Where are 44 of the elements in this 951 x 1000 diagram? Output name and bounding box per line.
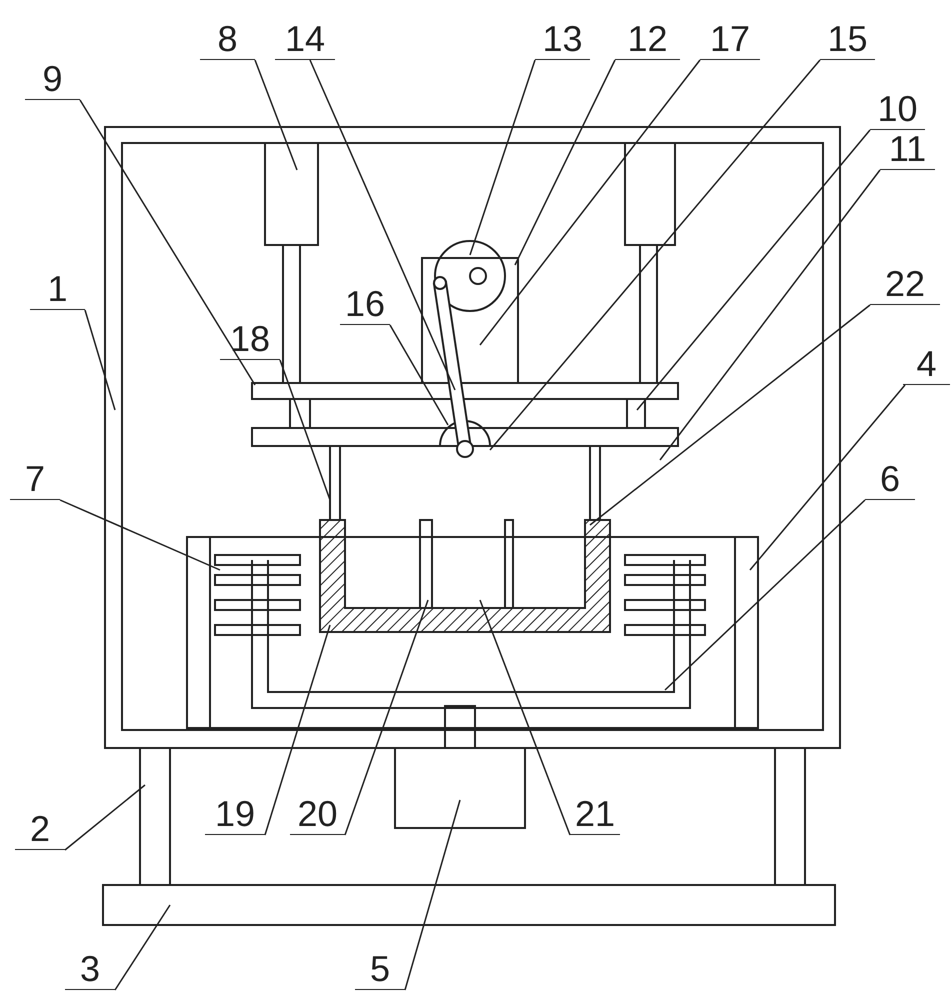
callout-number: 11 bbox=[880, 129, 935, 170]
leader-line bbox=[64, 784, 146, 851]
leader-line bbox=[749, 384, 906, 570]
callout-number: 6 bbox=[865, 459, 915, 500]
leader-line bbox=[114, 904, 171, 990]
leader-line bbox=[264, 624, 331, 836]
leader-line bbox=[636, 130, 871, 410]
callout-number: 4 bbox=[903, 344, 950, 385]
callout-number: 3 bbox=[65, 949, 115, 990]
leader-line bbox=[479, 600, 571, 836]
leader-line bbox=[79, 100, 256, 386]
callout-number: 7 bbox=[10, 459, 60, 500]
callout-number: 21 bbox=[570, 794, 620, 835]
leader-line bbox=[659, 170, 881, 460]
leader-line bbox=[489, 60, 821, 450]
callout-number: 15 bbox=[820, 19, 875, 60]
leader-line bbox=[254, 60, 298, 170]
leader-line bbox=[389, 324, 449, 426]
callout-number: 14 bbox=[275, 19, 335, 60]
leader-line bbox=[590, 304, 870, 526]
callout-number: 19 bbox=[205, 794, 265, 835]
callout-number: 18 bbox=[220, 319, 280, 360]
leader-line bbox=[279, 360, 331, 500]
leader-line bbox=[404, 800, 461, 990]
callout-number: 1 bbox=[30, 269, 85, 310]
callout-number: 13 bbox=[535, 19, 590, 60]
leader-line bbox=[309, 60, 456, 390]
callout-number: 22 bbox=[870, 264, 940, 305]
leader-line bbox=[344, 600, 429, 836]
callout-number: 16 bbox=[340, 284, 390, 325]
callout-number: 10 bbox=[870, 89, 925, 130]
callout-number: 9 bbox=[25, 59, 80, 100]
leader-line bbox=[479, 60, 701, 346]
leader-line bbox=[84, 310, 116, 410]
callout-number: 2 bbox=[15, 809, 65, 850]
leader-line bbox=[514, 60, 616, 266]
callout-number: 17 bbox=[700, 19, 760, 60]
callout-number: 12 bbox=[615, 19, 680, 60]
leader-line bbox=[60, 499, 220, 571]
leader-line bbox=[664, 499, 866, 691]
callout-number: 8 bbox=[200, 19, 255, 60]
callout-number: 20 bbox=[290, 794, 345, 835]
callout-number: 5 bbox=[355, 949, 405, 990]
leader-line bbox=[469, 60, 536, 256]
